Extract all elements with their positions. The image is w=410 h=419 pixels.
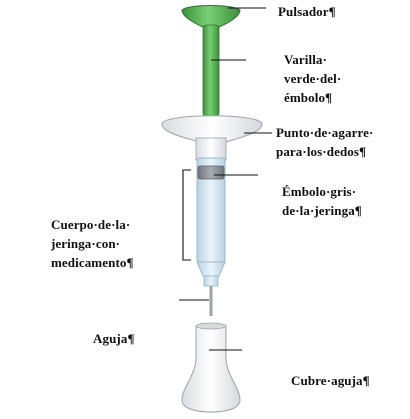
- leader-lines: [179, 7, 272, 351]
- bracket-cuerpo: [182, 169, 191, 261]
- flange-collar: [195, 137, 227, 161]
- label-cubre-aguja: Cubre·aguja¶: [291, 373, 370, 388]
- label-pulsador: Pulsador¶: [278, 4, 336, 19]
- label-punto-agarre: Punto·de·agarre· para·los·dedos¶: [276, 125, 374, 159]
- label-embolo-gris: Émbolo·gris· de·la·jeringa¶: [282, 184, 362, 218]
- needle-cover: [181, 325, 241, 413]
- finger-grip-flange: [161, 115, 263, 143]
- thumb-press-pad: [181, 5, 241, 28]
- needle: [209, 286, 213, 316]
- label-aguja: Aguja¶: [93, 331, 135, 346]
- needle-cover-opening: [195, 322, 227, 330]
- barrel-tip: [196, 261, 226, 277]
- needle-hub: [203, 275, 219, 287]
- green-plunger-rod: [202, 24, 220, 118]
- grey-plunger-stopper: [197, 165, 225, 180]
- label-cuerpo-jeringa: Cuerpo·de·la· jeringa·con· medicamento¶: [51, 217, 134, 270]
- label-varilla-verde: Varilla· verde·del· émbolo¶: [284, 52, 342, 105]
